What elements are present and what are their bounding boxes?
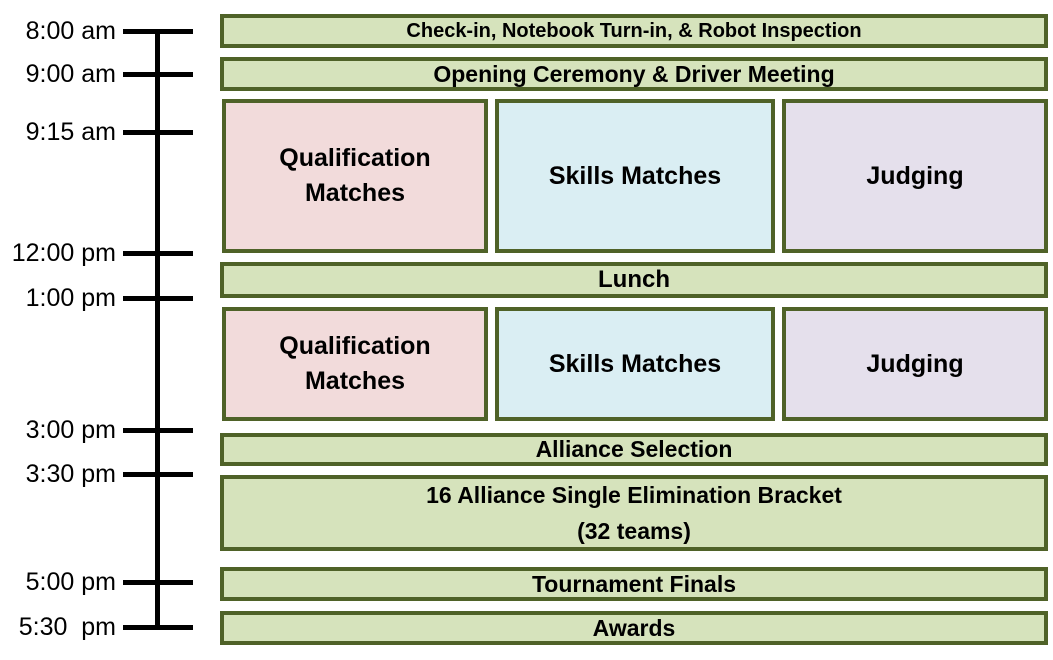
time-label-3-00-pm: 3:00 pm (25, 416, 116, 444)
event-skills-matches-morning-block: Skills Matches (495, 99, 775, 253)
event-label: Awards (592, 614, 676, 641)
event-lunch-bar: Lunch (220, 262, 1048, 298)
time-label-5-30-pm: 5:30 pm (18, 613, 116, 641)
time-label-1-00-pm: 1:00 pm (25, 284, 116, 312)
event-label: Skills Matches (548, 349, 722, 378)
timeline-tick (123, 29, 193, 34)
timeline-tick (123, 130, 193, 135)
event-opening-ceremony-bar: Opening Ceremony & Driver Meeting (220, 57, 1048, 91)
time-label-3-30-pm: 3:30 pm (25, 460, 116, 488)
timeline-tick (123, 428, 193, 433)
event-elimination-bracket-bar: 16 Alliance Single Elimination Bracket (… (220, 475, 1048, 551)
event-skills-matches-afternoon-block: Skills Matches (495, 307, 775, 421)
time-label-9-00-am: 9:00 am (25, 60, 116, 88)
event-label: Judging (866, 161, 964, 190)
timeline-tick (123, 72, 193, 77)
timeline-axis (155, 29, 160, 629)
event-label: Check-in, Notebook Turn-in, & Robot Insp… (406, 19, 862, 42)
event-judging-afternoon-block: Judging (782, 307, 1048, 421)
time-label-8-00-am: 8:00 am (25, 17, 116, 45)
event-label: Skills Matches (548, 161, 722, 190)
event-awards-bar: Awards (220, 611, 1048, 645)
event-label-line2: (32 teams) (577, 518, 691, 544)
event-label: Judging (866, 349, 964, 378)
timeline-tick (123, 251, 193, 256)
event-judging-morning-block: Judging (782, 99, 1048, 253)
event-checkin-bar: Check-in, Notebook Turn-in, & Robot Insp… (220, 14, 1048, 48)
event-label: Lunch (598, 266, 670, 293)
event-label: Opening Ceremony & Driver Meeting (433, 60, 835, 87)
event-qualification-matches-afternoon-block: Qualification Matches (222, 307, 488, 421)
event-label: Qualification Matches (279, 332, 431, 395)
time-label-12-00-pm: 12:00 pm (11, 239, 116, 267)
event-alliance-selection-bar: Alliance Selection (220, 433, 1048, 466)
event-label: Qualification Matches (279, 144, 431, 207)
event-tournament-finals-bar: Tournament Finals (220, 567, 1048, 601)
event-label: Alliance Selection (535, 436, 733, 462)
time-label-9-15-am: 9:15 am (25, 118, 116, 146)
event-label-line1: 16 Alliance Single Elimination Bracket (426, 482, 842, 508)
time-label-5-00-pm: 5:00 pm (25, 568, 116, 596)
timeline-tick (123, 472, 193, 477)
event-qualification-matches-morning-block: Qualification Matches (222, 99, 488, 253)
event-label: Tournament Finals (531, 570, 737, 597)
timeline-tick (123, 625, 193, 630)
timeline-tick (123, 580, 193, 585)
timeline-tick (123, 296, 193, 301)
